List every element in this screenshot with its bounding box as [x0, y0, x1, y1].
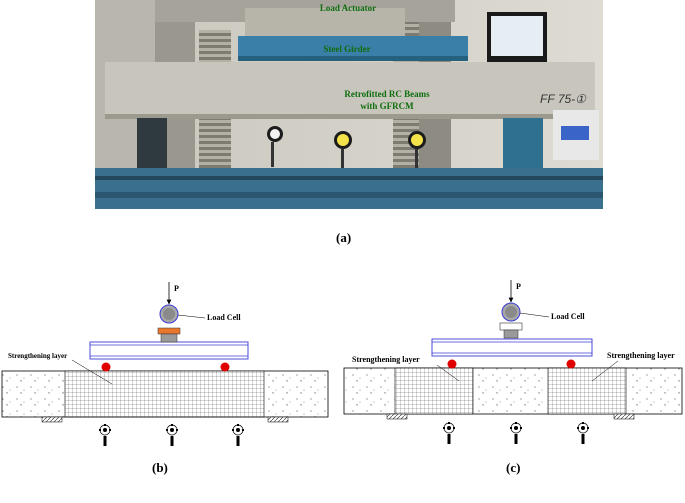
load-symbol-c: P [516, 282, 521, 291]
load-actuator-label: Load Actuator [320, 3, 376, 13]
support-ball-c-left [447, 359, 457, 369]
load-cell-label-b: Load Cell [207, 313, 241, 322]
strengthening-layer-b [64, 370, 265, 418]
layer-label-c-right: Strengthening layer [607, 351, 675, 360]
lvdt-b-2 [166, 424, 178, 446]
lvdt-c-3 [577, 422, 589, 444]
support-b-left [41, 416, 63, 423]
beam-label-line1: Retrofitted RC Beams [344, 89, 430, 99]
test-setup-photo: Load Actuator Steel Girder Retrofitted R… [95, 0, 603, 209]
support-ball-b-left [101, 362, 111, 372]
load-block-b [160, 333, 178, 343]
load-cell-b [159, 304, 179, 324]
steel-girder-b [89, 341, 249, 360]
concrete-beam-c [343, 367, 683, 415]
caption-a: (a) [336, 230, 352, 245]
load-plate-b [157, 327, 181, 335]
load-symbol-b: P [174, 284, 179, 293]
layer-label-b: Strengthening layer [8, 352, 67, 360]
support-ball-b-right [220, 362, 230, 372]
lvdt-b-3 [232, 424, 244, 446]
lvdt-b-1 [99, 424, 111, 446]
strengthening-layer-c-left [394, 367, 474, 415]
load-cell-c [501, 302, 521, 322]
load-cell-label-c: Load Cell [551, 312, 585, 321]
support-c-left [386, 413, 408, 420]
steel-girder-label: Steel Girder [323, 44, 370, 54]
diagram-c: P Load Cell Strengthening layer Strength… [343, 280, 683, 444]
lvdt-c-2 [510, 422, 522, 444]
strengthening-layer-c-right [547, 367, 627, 415]
support-ball-c-right [566, 359, 576, 369]
steel-girder-c [431, 338, 593, 357]
support-c-right [613, 413, 635, 420]
caption-b: (b) [152, 460, 168, 475]
schematic-diagrams: P Load Cell Strengthening layer [1, 280, 683, 446]
layer-label-c-left: Strengthening layer [352, 355, 420, 364]
lvdt-c-1 [443, 422, 455, 444]
concrete-beam-b [1, 370, 329, 418]
support-b-right [267, 416, 289, 423]
specimen-tag: FF 75-① [540, 92, 587, 106]
diagram-b: P Load Cell Strengthening layer [1, 282, 329, 446]
beam-label-line2: with GFRCM [360, 101, 414, 111]
caption-c: (c) [506, 460, 521, 475]
load-block-c [503, 329, 519, 339]
load-plate-c [499, 322, 523, 331]
